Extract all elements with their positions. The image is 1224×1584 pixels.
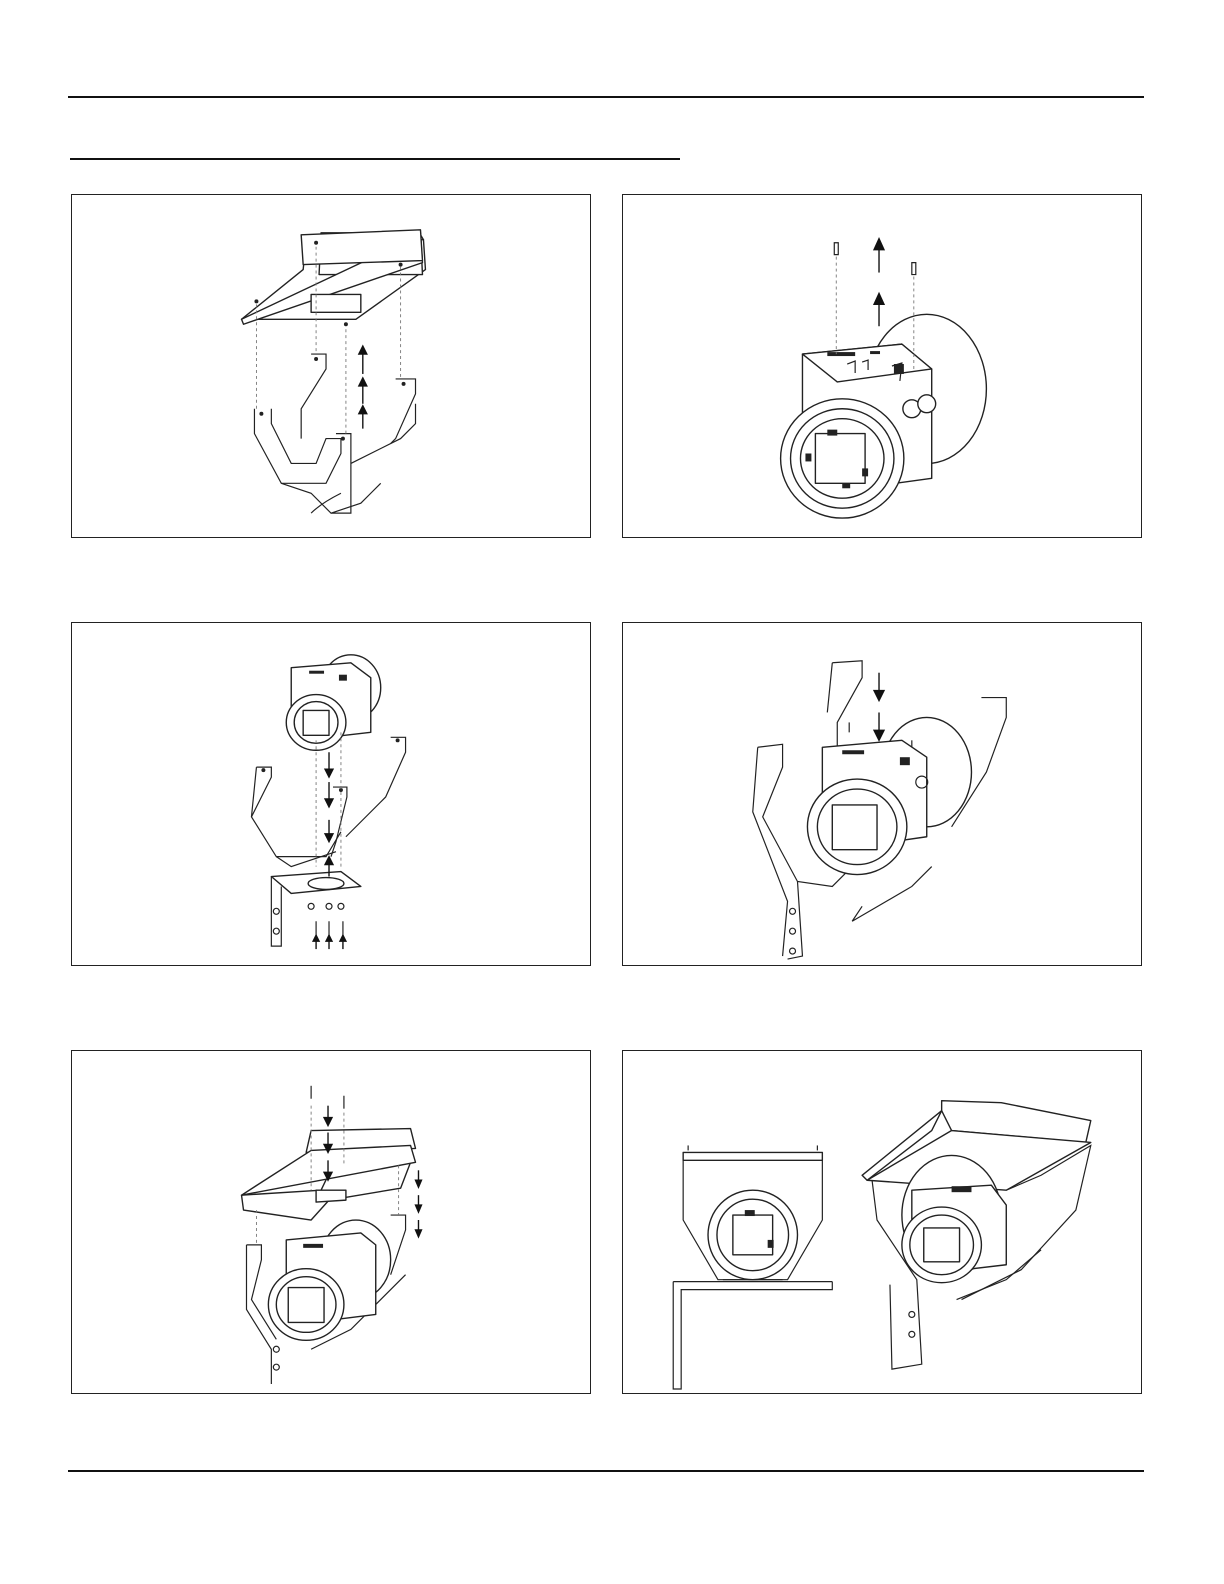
figure-step-6: [622, 1050, 1142, 1394]
transmitter-small: [286, 655, 380, 750]
isometric-view: [862, 1101, 1091, 1369]
bracket-assembly-illustration: [623, 623, 1141, 965]
down-arrows: [874, 673, 884, 741]
figure-step-2: [622, 194, 1142, 538]
screws: [311, 1086, 344, 1109]
assembly-below: [246, 1215, 405, 1384]
completed-assembly-illustration: [623, 1051, 1141, 1393]
sunshade-top-attach-illustration: [72, 1051, 590, 1393]
up-arrows: [359, 346, 367, 429]
header-rule: [68, 96, 1144, 98]
up-arrows: [874, 239, 884, 326]
transmitter-bracket-mounting-illustration: [72, 623, 590, 965]
sunshade-disassembly-illustration: [72, 195, 590, 537]
transmitter-in-bracket: [807, 717, 971, 874]
footer-rule: [68, 1470, 1144, 1472]
sunshade-u-bracket: [254, 354, 415, 513]
figure-step-1: [71, 194, 591, 538]
figure-step-3: [71, 622, 591, 966]
transmitter-housing: [781, 314, 987, 518]
transmitter-screw-removal-illustration: [623, 195, 1141, 537]
front-view: [673, 1145, 832, 1389]
sunshade-top-plate: [242, 230, 426, 326]
figure-step-4: [622, 622, 1142, 966]
bolts: [316, 921, 343, 936]
figure-step-5: [71, 1050, 591, 1394]
section-title-rule: [70, 158, 680, 160]
